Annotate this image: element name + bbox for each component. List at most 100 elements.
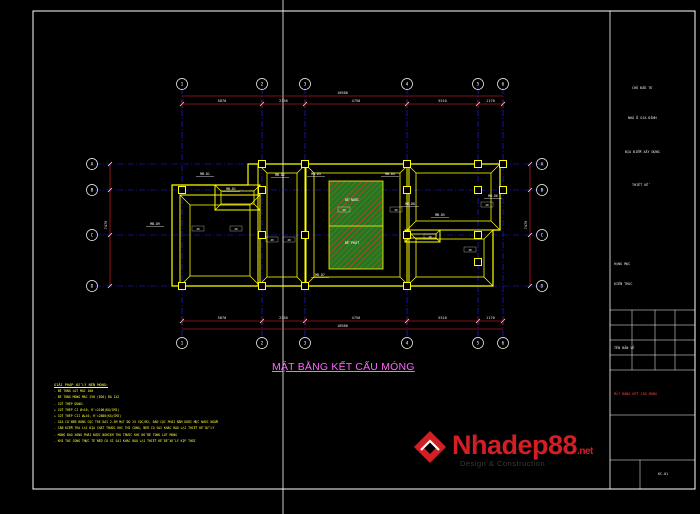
rebar-tag-box [282,236,296,243]
axis-bubble-label: 6 [502,341,505,347]
axis-bubble-label: A [541,162,544,168]
tb-row: CHỦ ĐẦU TƯ [632,86,653,90]
tb-row: THIẾT KẾ [632,183,649,187]
rebar-tag: 20 [468,248,472,252]
footing-outer [179,194,261,287]
axis-bubble [472,78,484,90]
beam-label: MB-D6 [488,194,498,198]
rebar-tag: 20 [428,235,432,239]
footing-inner [415,238,485,278]
tb-row: ĐỊA ĐIỂM XÂY DỰNG [625,150,660,154]
axis-bubble [497,337,509,349]
beam-label: MB-D7 [315,273,325,277]
axis-bubble [256,78,268,90]
tank-hatch [328,180,384,270]
column-marker [301,160,309,168]
dimension-tick [107,232,113,238]
footing-outer [214,184,261,211]
dimension-tick [107,283,113,289]
axis-bubble-label: 2 [261,341,264,347]
beam-label: MB-D3 [311,172,321,176]
note-line: - CỐT THÉP DÙNG: [54,401,84,406]
axis-bubble-label: C [91,233,94,239]
axis-bubble [401,337,413,349]
beam-label: MB-D5 [435,213,445,217]
note-line: - BÊ TÔNG MÓNG MÁC 250 (B20) ĐÁ 1X2 [54,395,120,400]
dimension-text: 7470 [104,221,108,230]
column-marker [258,186,266,194]
dimension-text: 5870 [218,99,227,103]
axis-bubble-label: 4 [406,82,409,88]
axis-bubble [299,337,311,349]
rebar-tag-box [337,206,351,213]
axis-bubble-label: 1 [181,341,184,347]
dimension-text: 4750 [352,316,361,320]
column-marker [474,258,482,266]
axis-bubble [472,337,484,349]
axis-bubble [536,280,548,292]
column-marker [499,186,507,194]
axis-bubble-label: 3 [304,341,307,347]
beam-label: MB-D1 [226,187,236,191]
rebar-tag: 20 [394,208,398,212]
axis-bubble-label: D [541,284,544,290]
axis-bubble [497,78,509,90]
axis-bubble-label: B [541,188,544,194]
axis-bubble-label: C [541,233,544,239]
dimension-text: 7470 [524,221,528,230]
footing-inner [189,204,251,277]
axis-bubble [86,184,98,196]
footing-inner [415,172,492,222]
note-line: - GIA CỐ NỀN BẰNG CỌC TRE DÀI 2.5M MẬT Đ… [54,420,218,425]
axis-bubble-label: 5 [477,341,480,347]
dimension-text: 5510 [438,99,447,103]
beam-label: MB-D8 [405,202,415,206]
rebar-tag: 20 [342,208,346,212]
column-marker [301,231,309,239]
note-line: - KHI THI CÔNG THỰC TẾ NẾU CÓ GÌ SAI KHÁ… [54,438,196,443]
dimension-total: 18980 [337,91,348,95]
note-line: - MÓNG ĐÀO XONG PHẢI ĐƯỢC NGHIỆM THU TRƯ… [54,432,177,437]
axis-bubble [401,78,413,90]
beam-label: MB-D9 [150,222,160,226]
brand-word: Nhadep88 [452,430,578,460]
axis-bubble-label: A [91,162,94,168]
axis-bubble-label: D [91,284,94,290]
rebar-tag-box [389,206,403,213]
note-line: - BÊ TÔNG LÓT MÁC 100 [54,389,94,394]
dimension-text: 2350 [279,316,288,320]
tank-label: BỂ PHỐT [345,240,359,245]
column-marker [474,231,482,239]
footing-diagonal [483,276,494,287]
column-marker [178,186,186,194]
footing-outer [257,163,307,287]
tb-row: HẠNG MỤC [614,262,631,266]
axis-bubble-label: 6 [502,82,505,88]
tb-sheet-number: KC-01 [658,472,669,476]
axis-bubble [86,229,98,241]
footing-diagonal [435,237,441,243]
column-marker [474,186,482,194]
axis-bubble [536,229,548,241]
column-marker [301,282,309,290]
dimension-tick [107,161,113,167]
column-marker [403,186,411,194]
axis-bubble [176,78,188,90]
tb-sheet-title: MẶT BẰNG KẾT CẤU MÓNG [614,392,657,396]
footing-outer [406,163,501,231]
dimension-tick [527,283,533,289]
footing-outer [304,163,410,287]
beam-label: MB-D2 [275,173,285,177]
column-marker [258,282,266,290]
footing-diagonal [435,229,441,235]
axis-bubble [299,78,311,90]
footing-inner [266,172,298,278]
column-marker [178,282,186,290]
footing-diagonal [214,184,222,192]
dimension-tick [107,187,113,193]
axis-bubble [86,280,98,292]
footing-diagonal [253,203,261,211]
column-marker [403,231,411,239]
rebar-tag-box [229,225,243,232]
